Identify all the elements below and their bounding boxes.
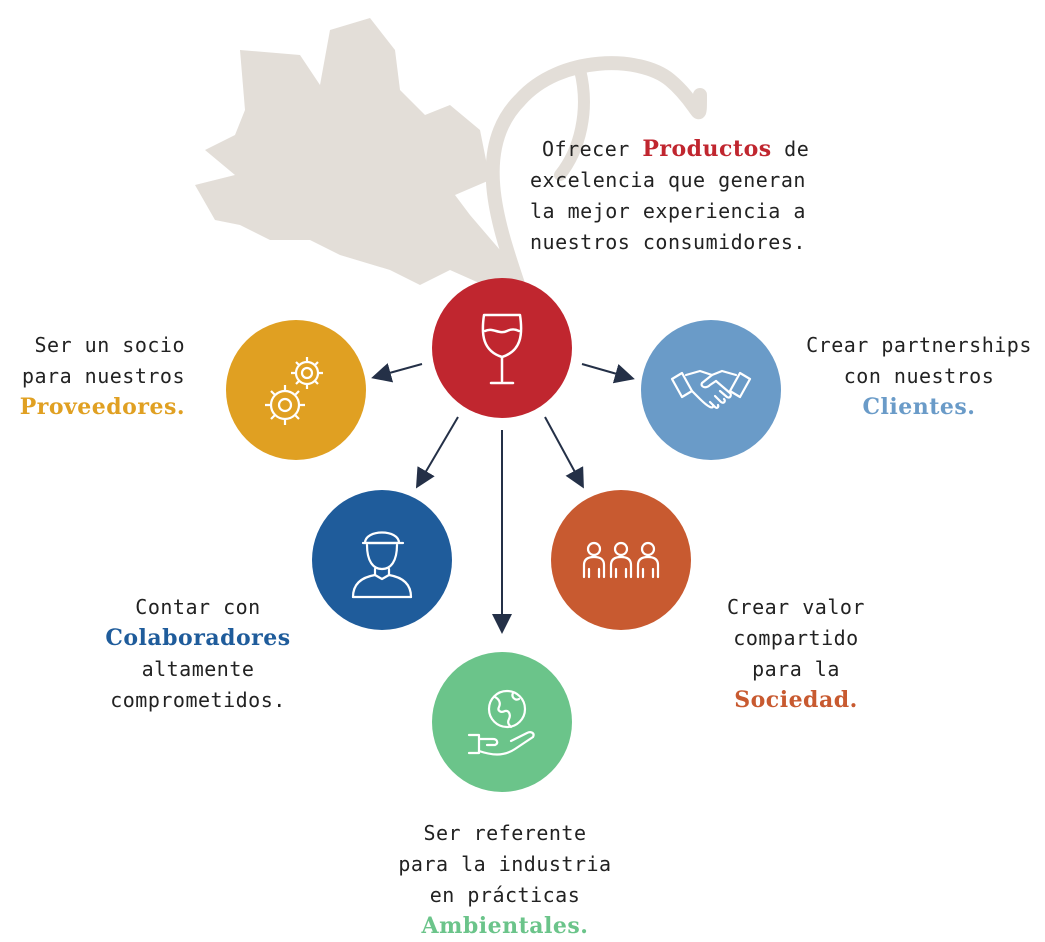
clientes-keyword: Clientes. bbox=[862, 394, 976, 420]
colaboradores-line-3: comprometidos. bbox=[110, 688, 286, 712]
productos-keyword: Productos bbox=[642, 136, 772, 162]
arrow-to-clientes bbox=[581, 363, 635, 384]
productos-circle bbox=[432, 278, 572, 418]
clientes-circle bbox=[641, 320, 781, 460]
colaboradores-line-1: Contar con bbox=[135, 595, 261, 619]
proveedores-line-1: Ser un socio bbox=[34, 333, 185, 357]
arrow-to-sociedad bbox=[544, 416, 584, 489]
productos-line-1: Ofrecer Productos de bbox=[542, 136, 810, 162]
ambientales-label: Ser referente para la industria en práct… bbox=[372, 818, 638, 942]
sociedad-keyword: Sociedad. bbox=[734, 687, 858, 713]
ambientales-line-2: para la industria bbox=[398, 852, 612, 876]
clientes-line-2: con nuestros bbox=[843, 364, 995, 388]
proveedores-line-2: para nuestros bbox=[21, 364, 185, 388]
arrow-to-proveedores bbox=[371, 363, 423, 383]
colaboradores-label: Contar con Colaboradores altamente compr… bbox=[100, 592, 296, 716]
productos-label: Ofrecer Productos de excelencia que gene… bbox=[530, 134, 810, 258]
vine-tendril-inner bbox=[554, 64, 590, 181]
clientes-label: Crear partnerships con nuestros Clientes… bbox=[796, 330, 1042, 423]
arrow-to-colaboradores bbox=[415, 416, 459, 489]
wine-glass-icon bbox=[481, 313, 523, 385]
colaboradores-keyword: Colaboradores bbox=[105, 625, 291, 651]
ambientales-line-3: en prácticas bbox=[429, 883, 581, 907]
leaf-shape bbox=[195, 18, 520, 290]
colaboradores-line-2: altamente bbox=[141, 657, 255, 681]
ambientales-keyword: Ambientales. bbox=[421, 913, 589, 939]
sociedad-line-2: compartido bbox=[733, 626, 859, 650]
sociedad-circle bbox=[551, 490, 691, 630]
globe-hand-icon bbox=[467, 689, 535, 756]
ambientales-line-1: Ser referente bbox=[423, 821, 587, 845]
productos-line-2: excelencia que generan bbox=[530, 168, 806, 192]
vine-tendril bbox=[485, 56, 707, 297]
handshake-icon bbox=[670, 369, 752, 409]
people-icon bbox=[582, 541, 660, 579]
worker-icon bbox=[351, 531, 413, 599]
sociedad-line-3: para la bbox=[752, 657, 840, 681]
proveedores-label: Ser un socio para nuestros Proveedores. bbox=[20, 330, 185, 423]
productos-line-3: la mejor experiencia a bbox=[530, 199, 806, 223]
sociedad-label: Crear valor compartido para la Sociedad. bbox=[718, 592, 874, 716]
productos-line-4: nuestros consumidores. bbox=[530, 230, 806, 254]
proveedores-keyword: Proveedores. bbox=[19, 394, 185, 420]
colaboradores-circle bbox=[312, 490, 452, 630]
proveedores-circle bbox=[226, 320, 366, 460]
ambientales-circle bbox=[432, 652, 572, 792]
sociedad-line-1: Crear valor bbox=[727, 595, 865, 619]
clientes-line-1: Crear partnerships bbox=[806, 333, 1032, 357]
gears-icon bbox=[265, 357, 323, 425]
